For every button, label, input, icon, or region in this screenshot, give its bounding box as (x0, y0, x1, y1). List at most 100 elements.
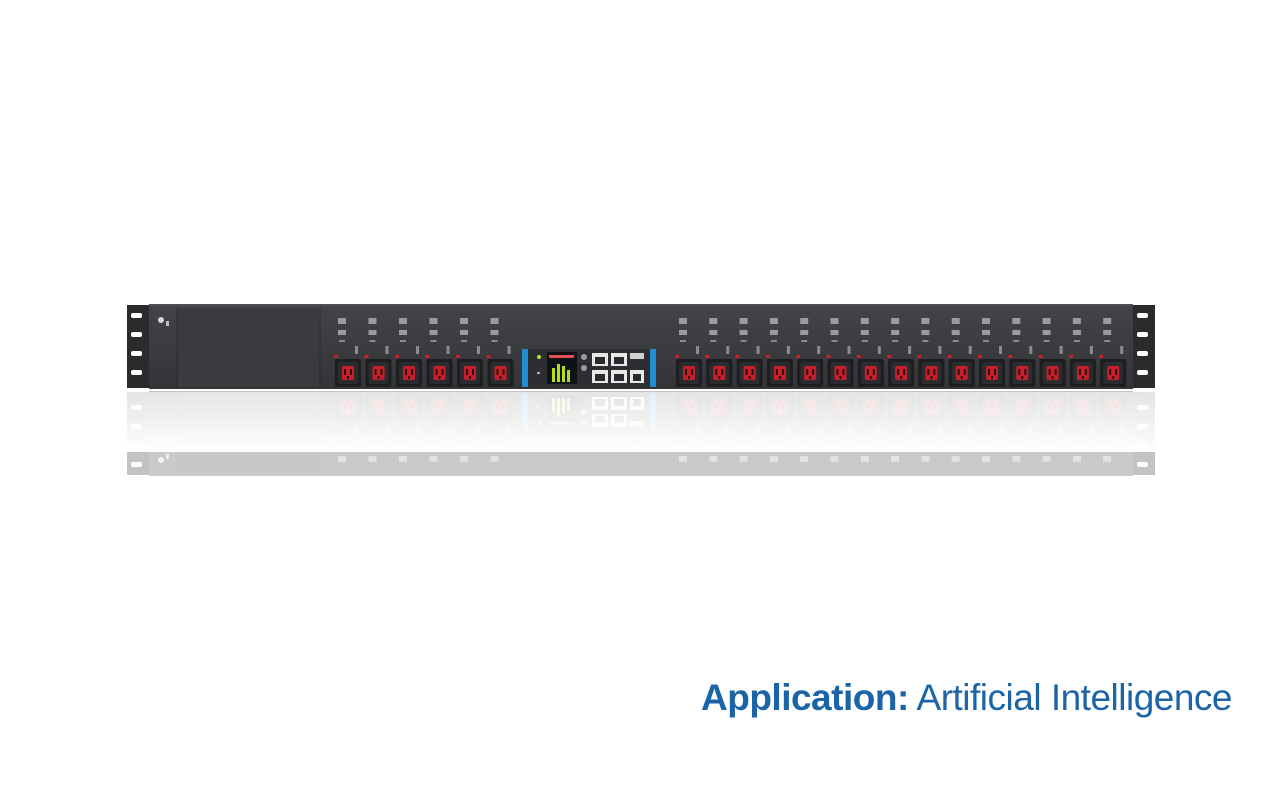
mount-slot (1137, 370, 1148, 375)
outlet-label (338, 456, 346, 462)
outlet-label (982, 456, 990, 462)
outlet-pin (350, 369, 352, 375)
outlet-led (364, 355, 369, 358)
outlet-pin (408, 376, 410, 379)
outlet-pin (748, 376, 751, 379)
outlet-label (951, 456, 960, 462)
outlet-label (679, 318, 687, 324)
outlet-label (770, 340, 777, 342)
outlet-label (1042, 456, 1051, 462)
outlet-label (399, 318, 407, 324)
outlet-label (769, 330, 778, 335)
outlet-led (856, 355, 861, 358)
outlet-label (338, 318, 346, 324)
outlet-pin (344, 369, 346, 375)
outlet-pin (374, 369, 377, 375)
ethernet-port-jack (614, 374, 624, 381)
outlet-number (726, 346, 730, 354)
outlet-label (339, 340, 345, 342)
reflection-fade (120, 392, 1160, 452)
outlet-pin (957, 369, 960, 375)
outlet-label (679, 456, 687, 462)
outlet-pin (903, 369, 906, 375)
outlet-led (1068, 355, 1073, 358)
outlet-label (1043, 340, 1050, 342)
usb-port (630, 353, 644, 359)
mount-slot (1137, 351, 1148, 356)
outlet-label (1073, 340, 1080, 342)
outlet-label (430, 340, 437, 342)
outlet-label (739, 456, 748, 462)
outlet-pin (1051, 376, 1054, 379)
outlet-led (1099, 355, 1104, 358)
outlet-pin (688, 376, 690, 379)
outlet-label (429, 318, 438, 324)
outlet-pin (781, 369, 784, 375)
outlet-led (425, 355, 430, 358)
outlet-pin (872, 369, 875, 375)
outlet-pin (718, 376, 721, 379)
outlet-label (680, 340, 686, 342)
outlet-led (765, 355, 770, 358)
outlet-pin (963, 369, 966, 375)
outlet-led (826, 355, 831, 358)
outlet-label (1103, 456, 1112, 462)
outlet-label (800, 330, 809, 335)
outlet-pin (930, 376, 933, 379)
outlet-pin (380, 369, 383, 375)
outlet-label (801, 340, 808, 342)
outlet-pin (1054, 369, 1057, 375)
outlet-led (1038, 355, 1043, 358)
outlet-pin (809, 376, 812, 379)
controller-accent-right (650, 349, 656, 387)
lcd-bar (567, 370, 570, 382)
outlet-label (399, 330, 407, 335)
reset-button (537, 372, 540, 374)
outlet-number (1089, 346, 1093, 354)
outlet-label (1042, 318, 1051, 324)
outlet-label (830, 318, 839, 324)
outlet-pin (685, 369, 687, 375)
outlet-label (490, 330, 499, 335)
outlet-label (490, 318, 499, 324)
outlet-pin (435, 369, 438, 375)
outlet-label (769, 318, 778, 324)
outlet-label (461, 340, 467, 342)
outlet-number (355, 346, 358, 354)
outlet-number (877, 346, 881, 354)
outlet-label (1072, 330, 1081, 335)
outlet-pin (842, 369, 845, 375)
outlet-pin (466, 369, 468, 375)
outlet-pin (897, 369, 900, 375)
outlet-label (982, 318, 990, 324)
outlet-label (921, 318, 930, 324)
nav-button (581, 354, 587, 360)
outlet-number (1029, 346, 1033, 354)
outlet-label (860, 456, 869, 462)
ground-icon (166, 454, 169, 459)
outlet-pin (405, 369, 407, 375)
outlet-pin (1084, 369, 1087, 375)
outlet-label (460, 318, 468, 324)
outlet-label (1072, 456, 1081, 462)
outlet-label (860, 318, 869, 324)
outlet-label (861, 340, 868, 342)
outlet-label (1012, 456, 1021, 462)
outlet-pin (691, 369, 693, 375)
right-mount-ear (1133, 305, 1155, 388)
ethernet-port-jack (595, 374, 605, 381)
outlet-pin (1109, 369, 1112, 375)
outlet-led (395, 355, 399, 358)
outlet-number (786, 346, 790, 354)
outlet-label (921, 456, 930, 462)
outlet-led (796, 355, 801, 358)
outlet-led (486, 355, 491, 358)
outlet-pin (751, 369, 754, 375)
outlet-label (739, 318, 748, 324)
outlet-label (769, 456, 778, 462)
outlet-label (460, 456, 468, 462)
device-body (127, 304, 1155, 389)
outlet-pin (1081, 376, 1084, 379)
